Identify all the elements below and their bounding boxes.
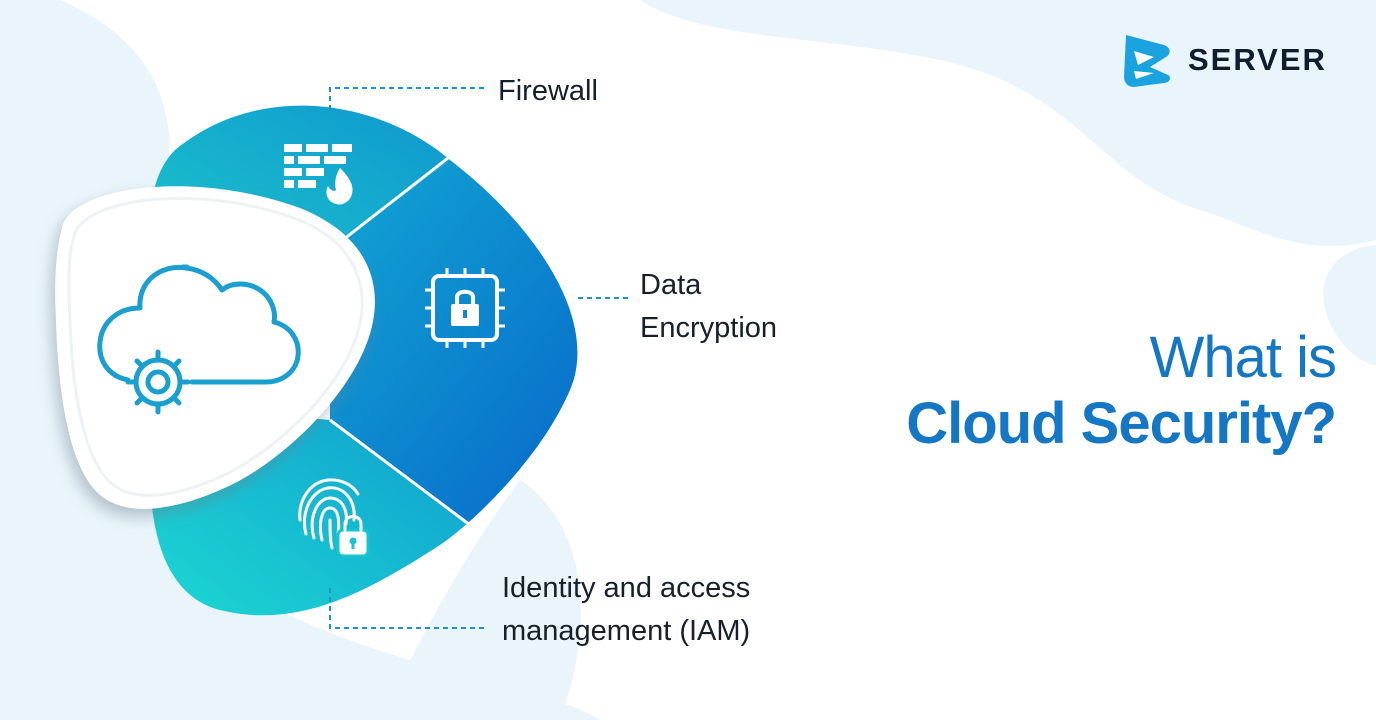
- heading-line1: What is: [1149, 325, 1337, 390]
- fingerprint-lock-icon: [298, 478, 370, 558]
- label-iam-line2: management (IAM): [502, 615, 751, 647]
- center-shield-inner: [67, 196, 364, 497]
- brand-name: SERVER: [1188, 42, 1327, 77]
- brand: SERVER: [1120, 30, 1327, 90]
- server-logo-icon: [1124, 35, 1171, 87]
- segment-divider-top: [329, 156, 449, 252]
- heading-line2: Cloud Security?: [906, 391, 1337, 456]
- connector-iam: [329, 588, 486, 629]
- background-blob-bottom: [380, 480, 581, 720]
- segment-divider-bottom: [329, 418, 471, 527]
- center-shield: [55, 186, 375, 509]
- label-firewall: Firewall: [498, 75, 598, 107]
- label-iam-line1: Identity and access: [502, 572, 751, 604]
- label-data-encryption-line1: Data: [640, 269, 702, 301]
- label-data-encryption-line2: Encryption: [640, 312, 778, 344]
- background-blob-right: [1323, 245, 1376, 365]
- connector-firewall: [329, 87, 486, 110]
- background-blob-top-right: [640, 0, 1376, 247]
- chip-lock-icon: [425, 268, 505, 348]
- firewall-icon: [284, 144, 353, 205]
- background-blob-left: [0, 0, 600, 720]
- cloud-gear-icon: [97, 264, 301, 415]
